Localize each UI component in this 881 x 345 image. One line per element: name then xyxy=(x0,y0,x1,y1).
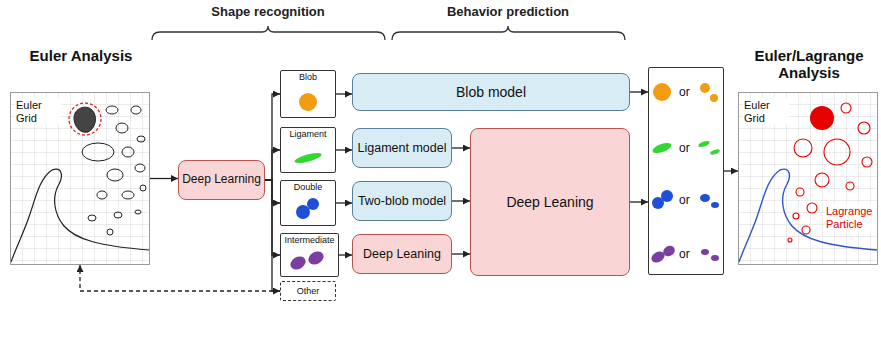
node-text: Lagrange Particle xyxy=(825,204,877,231)
flow-arrow xyxy=(336,202,352,203)
node-text: Euler Grid xyxy=(743,98,789,125)
node-text: Intermediate xyxy=(284,235,334,245)
category-box: Double xyxy=(280,180,336,226)
flow-arrow xyxy=(336,93,352,94)
euler-lagrange-field xyxy=(738,92,878,265)
model-box: Ligament model xyxy=(352,128,452,168)
node-text: or xyxy=(678,194,691,208)
flow-arrow xyxy=(339,254,352,255)
node-text: Euler Grid xyxy=(15,98,61,125)
node-text: Double xyxy=(294,182,323,192)
flow-arrow xyxy=(265,94,280,180)
bracket xyxy=(152,26,385,40)
flow-arrow xyxy=(630,201,648,202)
node-text: Other xyxy=(297,286,320,296)
category-box: Ligament xyxy=(280,127,336,173)
output-icons xyxy=(649,83,720,265)
bracket xyxy=(392,26,625,40)
model-box: Blob model xyxy=(352,73,630,111)
euler-grid-panel: Euler AnalysisEuler Grid xyxy=(10,92,150,265)
node-text: Blob model xyxy=(456,84,526,100)
process-box: Deep Learning xyxy=(178,160,265,200)
section-label: Behavior prediction xyxy=(390,4,626,19)
node-text: Deep Leaning xyxy=(363,247,441,261)
node-text: Ligament model xyxy=(358,141,447,155)
flow-arrow xyxy=(336,149,352,150)
model-box: Two-blob model xyxy=(352,181,452,221)
category-box: Intermediate xyxy=(280,233,339,277)
flow-arrow xyxy=(452,147,470,148)
flow-arrow xyxy=(452,253,470,254)
node-text: Euler/Lagrange Analysis xyxy=(745,47,873,82)
node-text: or xyxy=(678,248,691,262)
node-text: Two-blob model xyxy=(358,194,446,208)
feedback-arrow xyxy=(80,265,280,291)
blob-icon xyxy=(299,93,317,111)
flow-arrow xyxy=(150,178,178,179)
node-text: Deep Learning xyxy=(182,173,261,187)
intermediate-icon xyxy=(288,249,326,272)
node-text: Euler Analysis xyxy=(3,47,159,64)
node-text: or xyxy=(678,86,691,100)
category-box: Blob xyxy=(280,70,336,118)
node-text: Deep Leaning xyxy=(506,194,593,210)
flow-arrow xyxy=(265,150,280,180)
double-icon xyxy=(296,198,319,219)
output-box: or or or or xyxy=(648,67,724,275)
category-box: Other xyxy=(280,281,336,301)
flow-arrow xyxy=(724,170,738,171)
process-box: Deep Leaning xyxy=(470,128,630,276)
node-text: Ligament xyxy=(289,129,326,139)
process-box: Deep Leaning xyxy=(352,234,452,274)
flow-arrow xyxy=(630,91,648,92)
euler-field xyxy=(10,92,150,265)
section-label: Shape recognition xyxy=(150,4,386,19)
euler-lagrange-panel: Euler/Lagrange AnalysisEuler GridLagrang… xyxy=(738,92,878,265)
flow-arrow xyxy=(265,180,280,291)
node-text: or xyxy=(678,142,691,156)
node-text: Blob xyxy=(299,72,317,82)
flow-arrow xyxy=(452,200,470,201)
ligament-icon xyxy=(294,151,323,165)
